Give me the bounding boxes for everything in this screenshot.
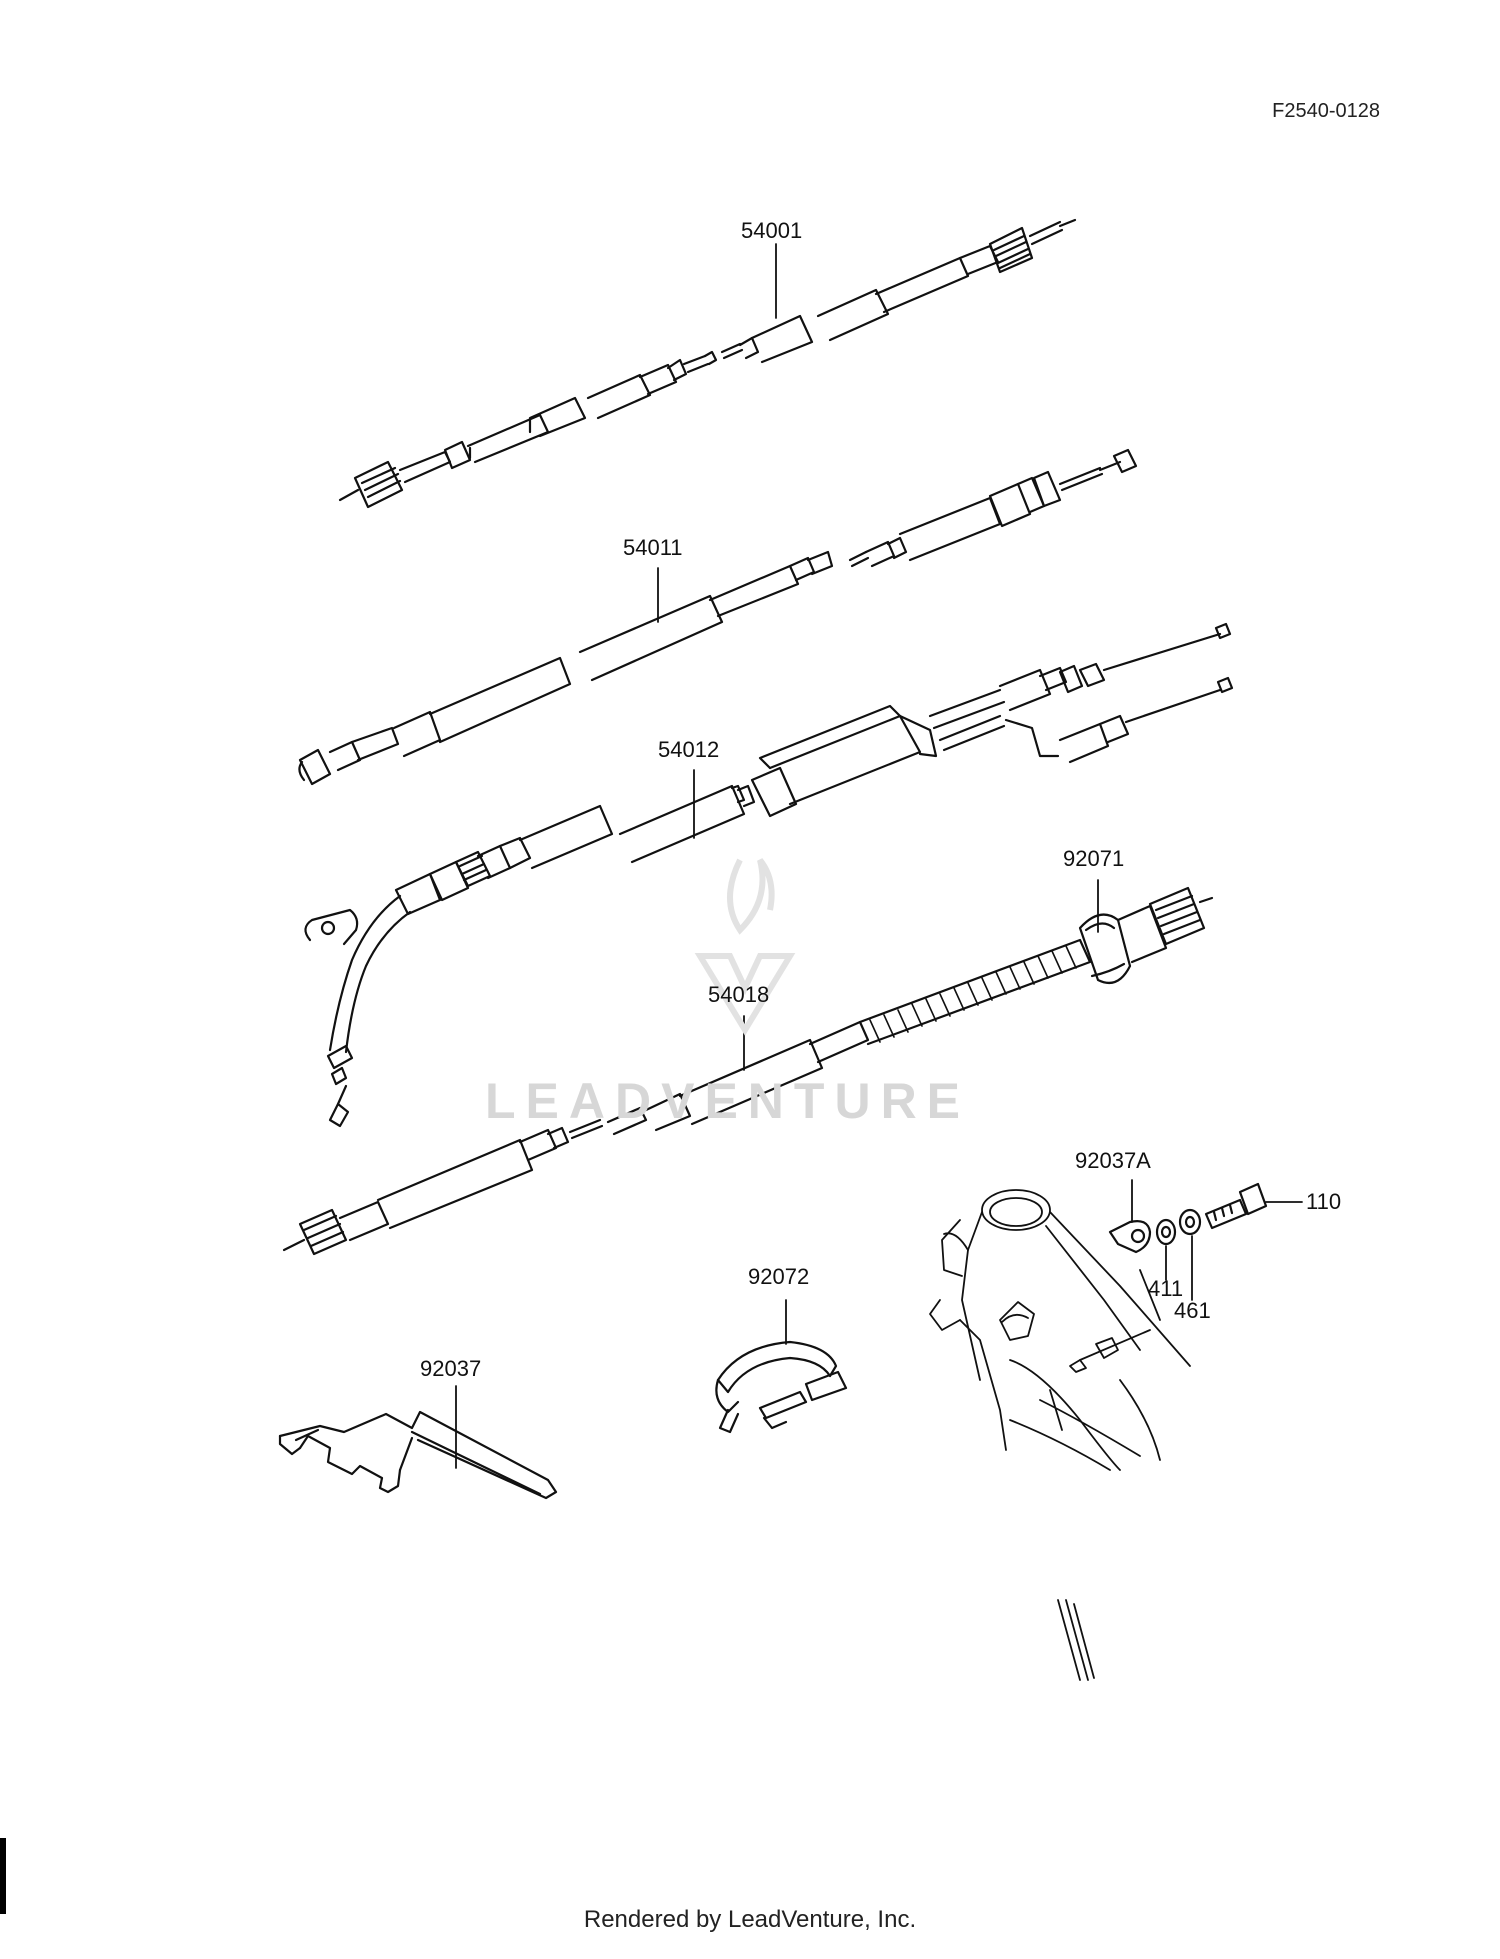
gear-92071[interactable] — [1078, 886, 1214, 984]
watermark-logo — [694, 858, 796, 1036]
callout-54001[interactable]: 54001 — [741, 218, 803, 243]
edge-mark — [0, 1838, 6, 1914]
drawing-code: F2540-0128 — [1272, 100, 1380, 122]
callout-92037[interactable]: 92037 — [420, 1356, 482, 1381]
callout-92072[interactable]: 92072 — [748, 1264, 810, 1289]
bolt-110[interactable] — [1204, 1182, 1268, 1230]
clamp-92072[interactable] — [715, 1340, 848, 1434]
callout-54018[interactable]: 54018 — [708, 982, 770, 1007]
watermark-text: LEADVENTURE — [485, 1073, 971, 1129]
callout-92071[interactable]: 92071 — [1063, 846, 1125, 871]
bracket-92037[interactable] — [278, 1410, 558, 1500]
cable-54011[interactable] — [298, 448, 1138, 786]
cable-54018[interactable] — [282, 938, 1092, 1256]
callout-110[interactable]: 110 — [1306, 1189, 1342, 1214]
clip-92037A[interactable] — [1108, 1220, 1152, 1254]
washer-461[interactable] — [1178, 1208, 1202, 1236]
spring-coil — [869, 945, 1077, 1043]
callout-92037A[interactable]: 92037A — [1075, 1148, 1151, 1173]
washer-411[interactable] — [1155, 1218, 1177, 1246]
callout-461[interactable]: 461 — [1174, 1298, 1211, 1323]
callout-54011[interactable]: 54011 — [623, 535, 683, 560]
callout-411[interactable]: 411 — [1148, 1276, 1184, 1301]
cable-54012[interactable] — [304, 622, 1234, 1128]
footer-credit: Rendered by LeadVenture, Inc. — [583, 1906, 917, 1933]
cable-54001[interactable] — [338, 218, 1077, 509]
callout-54012[interactable]: 54012 — [658, 737, 720, 762]
frame-assembly — [929, 1189, 1191, 1681]
